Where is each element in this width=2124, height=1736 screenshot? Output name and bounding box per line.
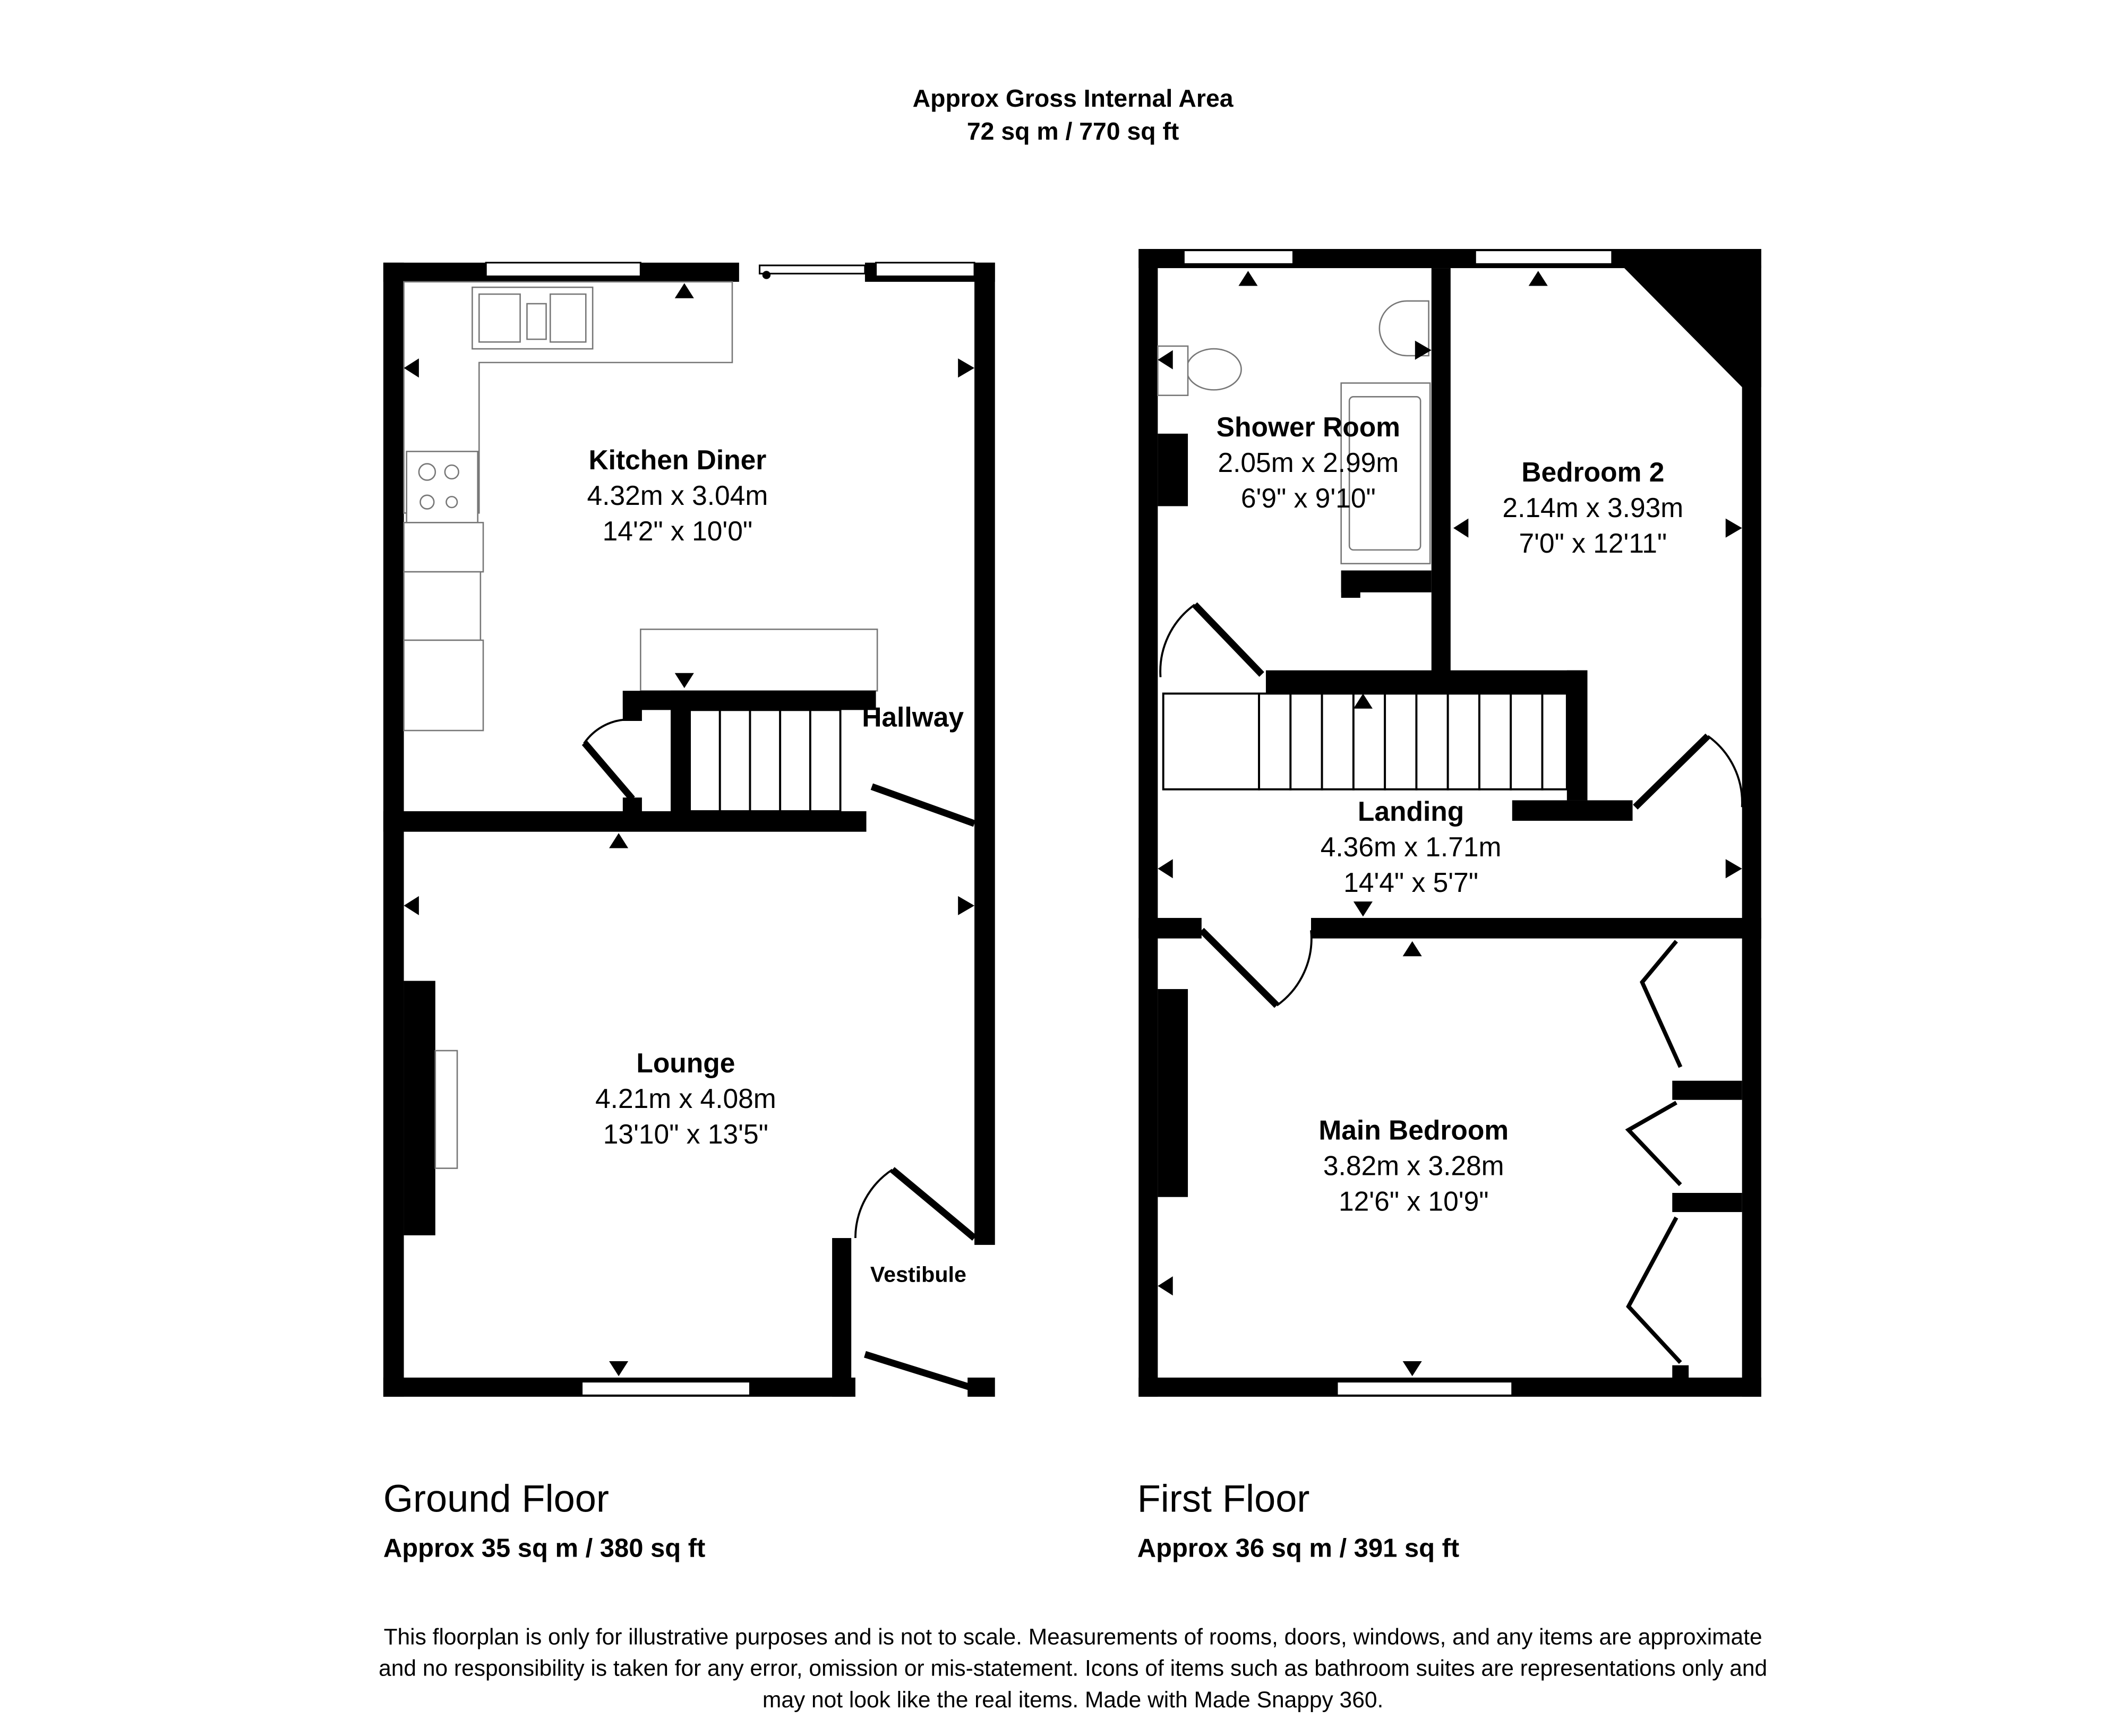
header-title: Approx Gross Internal Area xyxy=(913,84,1234,112)
window xyxy=(580,1381,751,1396)
ground-floor-area: Approx 35 sq m / 380 sq ft xyxy=(383,1534,705,1562)
disclaimer-line-2: and no responsibility is taken for any e… xyxy=(379,1656,1767,1681)
window xyxy=(1474,250,1613,265)
first-floor-label: First Floor xyxy=(1137,1477,1310,1520)
room-metric: 4.32m x 3.04m xyxy=(587,480,768,511)
room-metric: 4.36m x 1.71m xyxy=(1321,831,1502,862)
header-area: 72 sq m / 770 sq ft xyxy=(967,117,1179,145)
room-imperial: 14'2" x 10'0" xyxy=(603,515,753,546)
room-name: Lounge xyxy=(636,1047,735,1078)
room-name: Vestibule xyxy=(870,1262,966,1286)
room-imperial: 7'0" x 12'11" xyxy=(1519,528,1667,558)
first-floor-area: Approx 36 sq m / 391 sq ft xyxy=(1137,1534,1459,1562)
window xyxy=(875,262,975,278)
room-name: Kitchen Diner xyxy=(588,444,766,475)
first-floor-plan xyxy=(1138,248,1761,1397)
room-imperial: 12'6" x 10'9" xyxy=(1339,1185,1489,1216)
room-imperial: 13'10" x 13'5" xyxy=(603,1119,768,1149)
window xyxy=(1183,250,1295,265)
room-name: Main Bedroom xyxy=(1318,1115,1509,1146)
ground-floor-plan xyxy=(383,262,995,1397)
window xyxy=(1336,1381,1513,1396)
room-imperial: 6'9" x 9'10" xyxy=(1241,483,1376,513)
room-metric: 2.14m x 3.93m xyxy=(1502,492,1683,523)
room-imperial: 14'4" x 5'7" xyxy=(1343,867,1478,898)
room-metric: 3.82m x 3.28m xyxy=(1323,1150,1504,1181)
room-name: Shower Room xyxy=(1217,411,1400,442)
window xyxy=(485,262,641,278)
disclaimer-line-3: may not look like the real items. Made w… xyxy=(763,1688,1383,1713)
room-name: Bedroom 2 xyxy=(1521,457,1664,487)
room-metric: 2.05m x 2.99m xyxy=(1218,447,1399,478)
room-metric: 4.21m x 4.08m xyxy=(595,1083,776,1114)
ground-floor-label: Ground Floor xyxy=(383,1477,609,1520)
room-name: Landing xyxy=(1358,796,1464,827)
disclaimer-line-1: This floorplan is only for illustrative … xyxy=(384,1625,1762,1649)
room-name: Hallway xyxy=(862,701,964,732)
